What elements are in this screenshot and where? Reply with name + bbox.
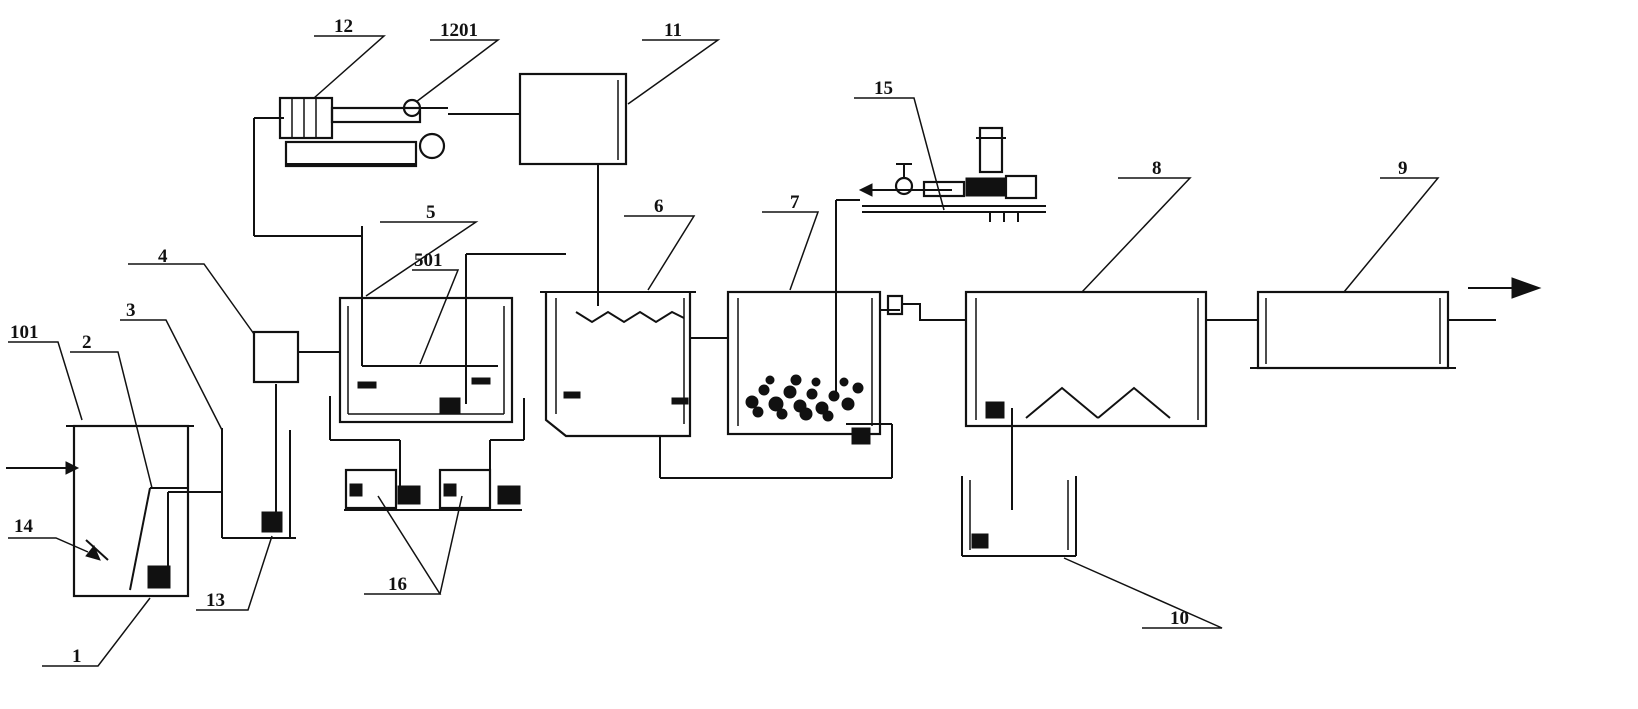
- label-7: 7: [790, 192, 800, 213]
- bio-tank-7: [726, 199, 966, 478]
- tank-9: [1250, 290, 1496, 370]
- filter-press-12: [253, 96, 520, 237]
- label-9: 9: [1398, 158, 1408, 179]
- label-1201: 1201: [440, 20, 478, 41]
- label-16: 16: [388, 574, 407, 595]
- label-501: 501: [414, 250, 443, 271]
- label-15: 15: [874, 78, 893, 99]
- label-2: 2: [82, 332, 92, 353]
- tank-11: [518, 72, 628, 306]
- label-6: 6: [654, 196, 664, 217]
- label-13: 13: [206, 590, 225, 611]
- settling-tank-8: [964, 290, 1258, 510]
- label-10: 10: [1170, 608, 1189, 629]
- label-14: 14: [14, 516, 34, 537]
- sludge-tank-10: [961, 476, 1077, 557]
- label-3: 3: [126, 300, 136, 321]
- leader-lines: [8, 35, 1440, 667]
- inlet-arrow: [6, 461, 80, 475]
- tank-1: [66, 424, 222, 598]
- clarifier-6: [540, 291, 892, 479]
- bio-media: [745, 374, 864, 422]
- label-11: 11: [664, 20, 682, 41]
- label-101: 101: [10, 322, 39, 343]
- label-4: 4: [158, 246, 168, 267]
- outlet-arrow: [1468, 277, 1542, 299]
- label-1: 1: [72, 646, 82, 667]
- dosing-pumps-16: [344, 468, 522, 511]
- blower-15: [858, 126, 1046, 222]
- label-12: 12: [334, 16, 353, 37]
- label-8: 8: [1152, 158, 1162, 179]
- reaction-tank-5: [329, 226, 566, 490]
- dosing-unit-4: [252, 330, 340, 384]
- component-labels: 1 101 2 3 4 5 501 6 7 8 9 10 11 12 1201 …: [10, 16, 1408, 667]
- sump-3: [221, 384, 296, 539]
- label-5: 5: [426, 202, 436, 223]
